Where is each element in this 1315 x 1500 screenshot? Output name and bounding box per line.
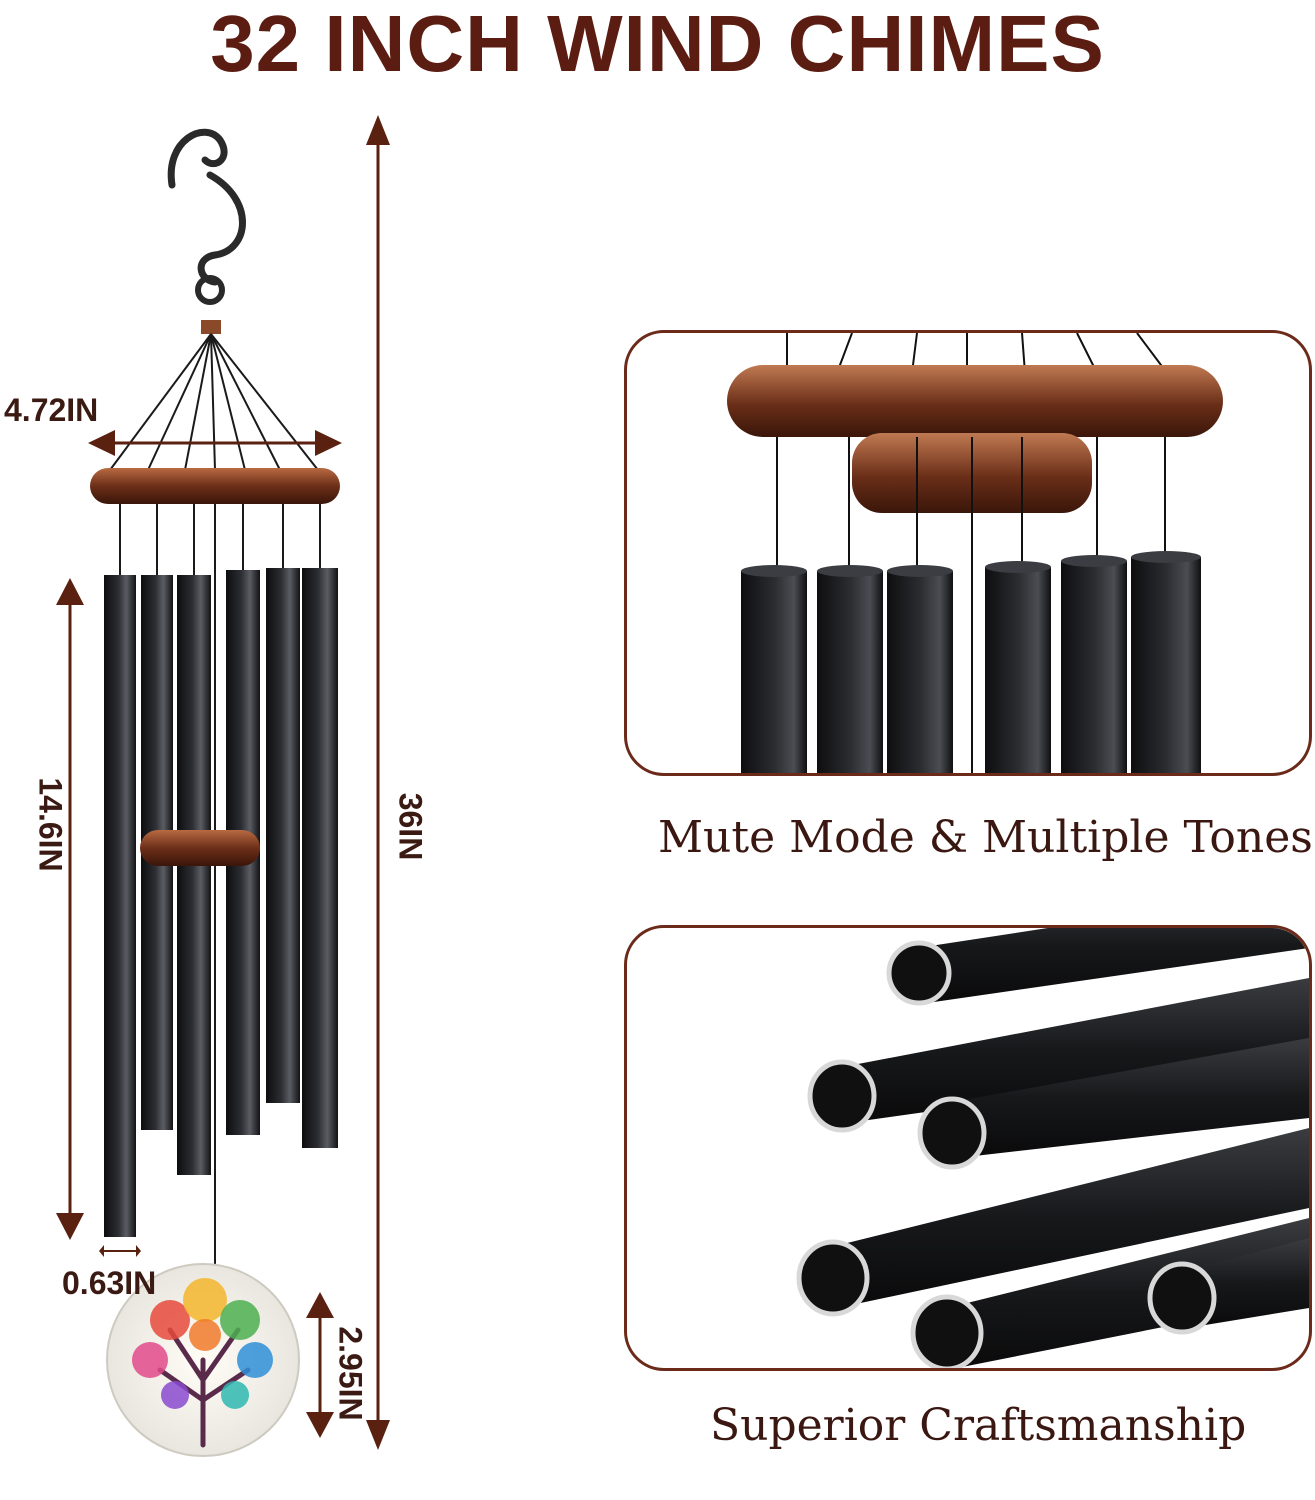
wooden-striker bbox=[140, 830, 260, 866]
hanging-strings bbox=[109, 333, 319, 471]
tube-diameter-label: 0.63IN bbox=[62, 1265, 157, 1301]
caption-mute-mode: Mute Mode & Multiple Tones bbox=[658, 812, 1313, 863]
pendant-diameter-label: 2.95IN bbox=[332, 1326, 369, 1421]
panel-craftsmanship bbox=[624, 925, 1312, 1371]
wooden-top-ring bbox=[90, 468, 340, 504]
overall-height-label: 36IN bbox=[392, 792, 429, 861]
ring-width-label: 4.72IN bbox=[4, 392, 99, 428]
panel-mute-mode bbox=[624, 330, 1312, 776]
tree-of-life-pendant bbox=[106, 1263, 300, 1457]
chime-tubes bbox=[104, 568, 338, 1237]
page-title: 32 INCH WIND CHIMES bbox=[210, 0, 1105, 88]
hook-icon bbox=[167, 128, 246, 334]
caption-craftsmanship: Superior Craftsmanship bbox=[710, 1400, 1247, 1451]
dimension-arrows bbox=[56, 115, 390, 1450]
tube-ends-closeup bbox=[796, 928, 1309, 1368]
tube-length-label: 14.6IN bbox=[32, 777, 69, 872]
mute-mode-closeup bbox=[727, 333, 1223, 773]
